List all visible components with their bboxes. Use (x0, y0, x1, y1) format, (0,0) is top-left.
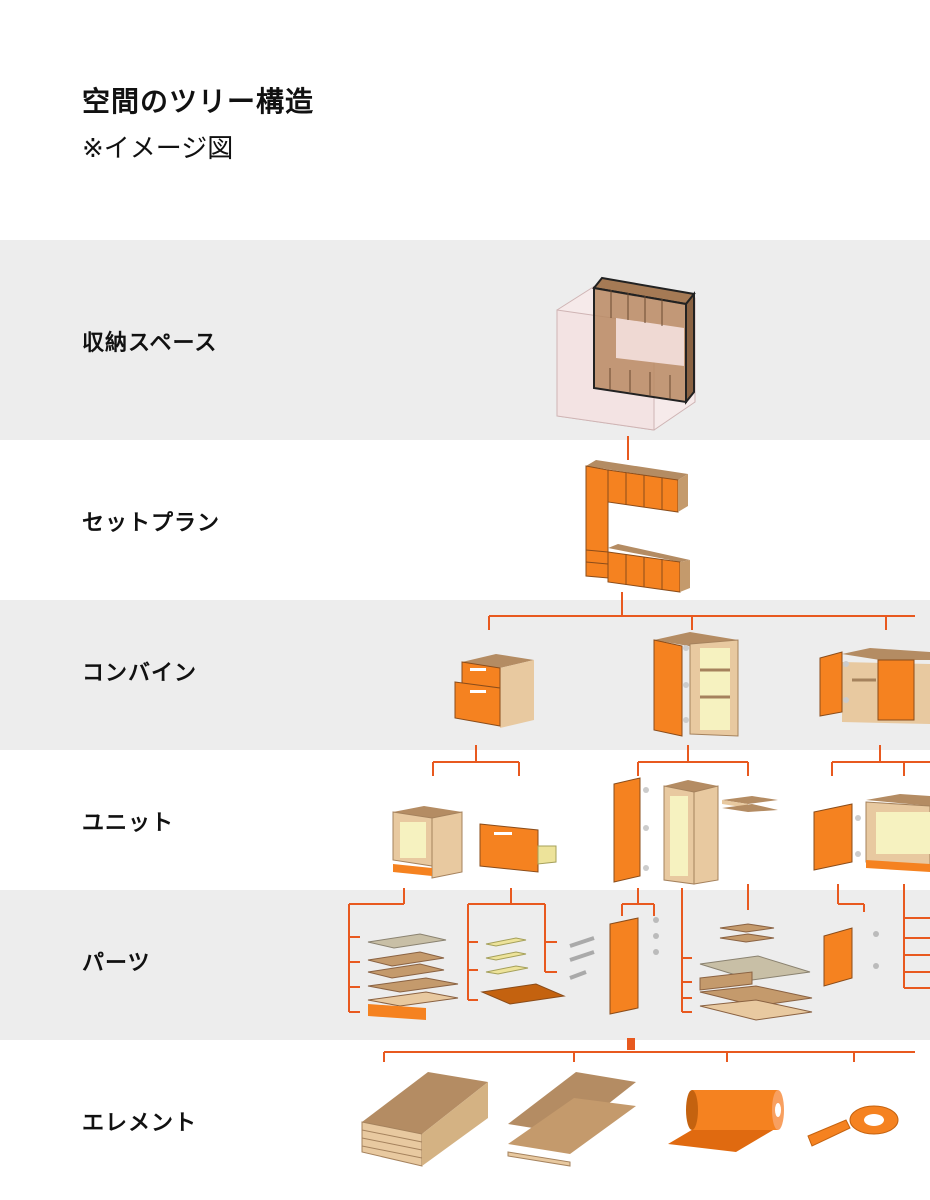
storage-space-illustration (556, 276, 696, 431)
parts-door (609, 917, 639, 1015)
combine-drawer-cabinet (454, 654, 534, 728)
parts-box-boards (367, 933, 459, 1020)
level-label-element: エレメント (82, 1111, 198, 1136)
unit-shelves (722, 796, 778, 812)
unit-door-left (613, 777, 649, 883)
level-label-storage-space: 収納スペース (82, 331, 218, 356)
band-storage-space (0, 240, 930, 440)
unit-tall-box (663, 780, 719, 885)
parts-drawer-boards (480, 937, 566, 1005)
tree-connectors (348, 436, 930, 1062)
parts-shelf-boards (719, 923, 775, 943)
level-label-set-plan: セットプラン (82, 511, 221, 536)
parts-tall-boards (699, 955, 813, 1021)
parts-rails (569, 936, 595, 980)
page-title: 空間のツリー構造 (82, 85, 315, 118)
element-plywood-thick (361, 1072, 488, 1167)
parts-door-small (823, 927, 879, 987)
parts-hinges (653, 917, 659, 955)
level-label-unit: ユニット (82, 811, 175, 836)
element-board-thin (507, 1072, 636, 1167)
unit-door-right (813, 803, 861, 871)
element-sheet-roll (668, 1090, 784, 1152)
unit-open-box (392, 806, 463, 879)
unit-wide-box (865, 794, 930, 872)
combine-shelf-cabinet (653, 632, 739, 737)
level-label-parts: パーツ (82, 951, 151, 976)
page-subtitle: ※イメージ図 (82, 134, 234, 164)
unit-drawer (479, 823, 557, 873)
combine-door-cabinet (819, 648, 930, 724)
level-label-combine: コンバイン (82, 661, 198, 686)
set-plan-illustration (585, 460, 690, 593)
element-edge-tape (807, 1105, 899, 1147)
tree-junction-marker (627, 1038, 635, 1050)
